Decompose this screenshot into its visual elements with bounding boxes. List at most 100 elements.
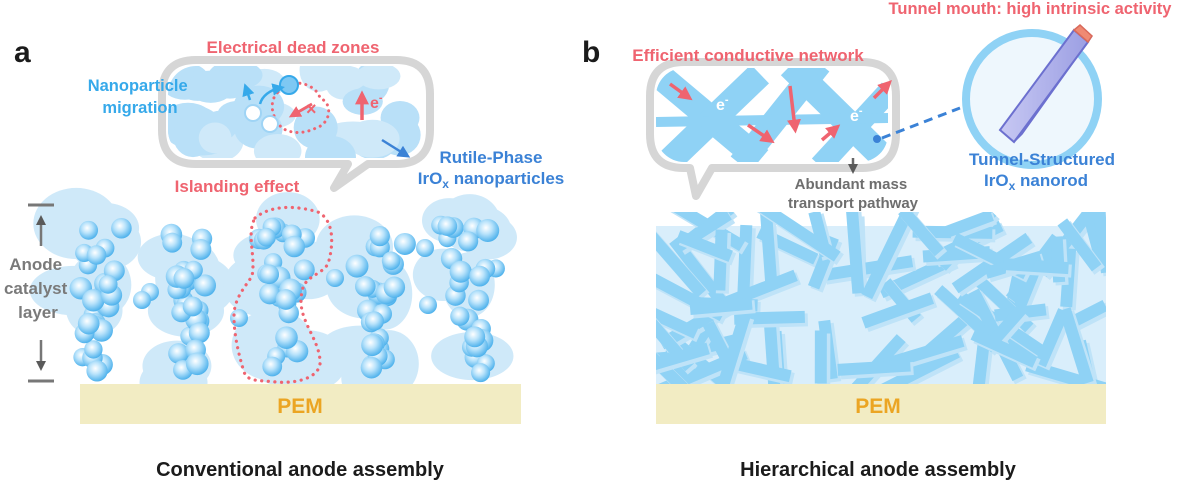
nanorod <box>689 297 753 315</box>
dead-zones-label: Electrical dead zones <box>207 38 380 57</box>
nanorod <box>1057 218 1102 272</box>
nanorod-magnifier <box>962 24 1102 169</box>
speech-bubble-a <box>158 56 434 192</box>
nanoparticle <box>111 217 132 239</box>
nanoparticle <box>360 356 383 379</box>
nanorod <box>759 212 841 262</box>
conductive-network-label: Efficient conductive network <box>632 46 864 65</box>
nanoparticle <box>257 227 276 247</box>
nanoparticle <box>259 283 281 305</box>
nanoparticle <box>168 343 189 364</box>
nanorod <box>837 359 911 376</box>
nanorod-label-line1: Tunnel-Structured <box>969 150 1115 169</box>
nanorod <box>656 342 710 370</box>
nanoparticle <box>84 340 103 359</box>
nanoparticle <box>364 311 384 331</box>
electron-label-a: e- <box>370 92 383 112</box>
nanoparticle <box>457 231 479 252</box>
nanoparticle <box>355 276 376 297</box>
nanoparticle <box>468 289 490 311</box>
pem-layer-a <box>80 384 521 424</box>
nanoparticle <box>162 232 183 253</box>
nanorod <box>717 313 751 384</box>
nanorod <box>1081 212 1106 261</box>
islanding-label: Islanding effect <box>175 177 300 196</box>
nanoparticle <box>293 259 315 281</box>
nanorod <box>656 308 699 339</box>
nanorod <box>1025 359 1106 384</box>
migration-label: Nanoparticle migration <box>88 77 193 117</box>
tunnel-mouth-label: Tunnel mouth: high intrinsic activity <box>889 0 1173 18</box>
nanoparticle <box>449 260 472 283</box>
caption-a: Conventional anode assembly <box>156 459 445 481</box>
nanorod <box>1034 308 1070 368</box>
nanorod <box>1059 307 1094 384</box>
nanoparticle <box>464 326 486 348</box>
pem-label-b: PEM <box>855 395 901 418</box>
panel-letter-a: a <box>14 36 31 69</box>
electron-label-b2: e- <box>850 105 863 125</box>
blocked-cross-icon: × <box>306 99 317 119</box>
panel-b: b e- e- <box>582 0 1172 481</box>
bubble-b-network <box>656 68 888 162</box>
panel-a: a PEM Anode catalyst layer <box>4 36 564 481</box>
nanorod-label-line2: IrOx nanorod <box>984 171 1088 193</box>
nanoparticle <box>262 356 283 377</box>
nanoparticle <box>381 251 401 271</box>
nanoparticle <box>259 264 280 285</box>
nanoparticle <box>476 219 500 242</box>
anode-catalyst-layer-a <box>29 187 517 408</box>
bubble-a-zoom <box>168 66 423 158</box>
nanoparticle <box>383 276 406 298</box>
nanorod <box>934 285 987 335</box>
nanorod-icon <box>998 24 1093 144</box>
nanoparticle <box>194 274 217 297</box>
nanoparticle-label-line1: Rutile-Phase <box>440 148 543 167</box>
nanoparticle <box>230 309 248 327</box>
nanorod <box>732 357 792 383</box>
dead-zone-outline <box>270 81 331 134</box>
nanoparticle <box>98 274 118 294</box>
nanoparticle <box>173 267 195 289</box>
nanoparticle <box>450 306 470 326</box>
nanorod <box>898 212 944 257</box>
caption-b: Hierarchical anode assembly <box>740 459 1017 481</box>
layer-label: Anode catalyst layer <box>4 255 72 322</box>
nanoparticle <box>188 322 210 344</box>
nanoparticle <box>326 269 344 287</box>
migration-particles: × e- <box>242 75 383 133</box>
nanoparticle <box>275 326 298 349</box>
nanoparticle-label-line2: IrOx nanoparticles <box>418 169 565 191</box>
nanorod <box>970 328 1038 368</box>
nanorod <box>944 212 994 238</box>
electron-label-b1: e- <box>716 94 729 114</box>
pem-layer-b <box>656 384 1106 424</box>
nanoparticle <box>437 216 458 237</box>
nanorod <box>822 255 914 282</box>
nanoparticle <box>393 232 416 255</box>
nanorod <box>1093 212 1106 274</box>
nanorod <box>861 292 935 329</box>
nanoparticle <box>275 289 297 310</box>
nanorod <box>846 212 865 294</box>
pem-label-a: PEM <box>277 395 323 418</box>
nanoparticle <box>133 291 151 309</box>
nanoparticle <box>185 352 209 376</box>
nanorod <box>656 352 688 384</box>
speech-bubble-b <box>646 58 900 200</box>
nanorod <box>763 315 781 384</box>
electron-flow-arrows: e- e- <box>668 80 892 144</box>
nanorod <box>676 230 733 262</box>
nanoparticle <box>345 254 369 278</box>
nanorod <box>1002 258 1069 275</box>
nanoparticle <box>86 360 108 382</box>
nanoparticle <box>471 363 491 383</box>
nanoparticle <box>469 265 491 287</box>
nanoparticle-pointer <box>381 138 411 158</box>
layer-scale-bar <box>28 203 54 383</box>
nanoparticle <box>283 235 306 258</box>
panel-letter-b: b <box>582 36 600 69</box>
nanoparticle <box>182 296 203 317</box>
transport-label: Abundant mass transport pathway <box>788 176 919 212</box>
